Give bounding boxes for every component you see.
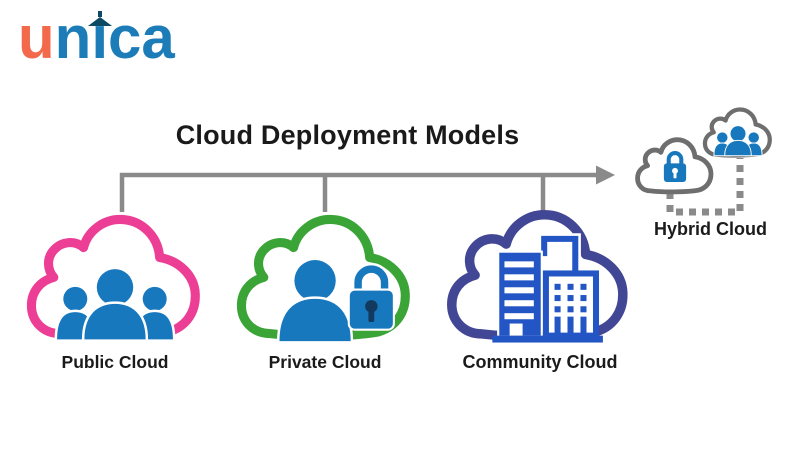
buildings-icon xyxy=(492,233,603,343)
public-cloud-node xyxy=(24,211,206,352)
cloud-outline xyxy=(702,107,772,158)
community-cloud-icon xyxy=(447,209,628,343)
community-cloud-label: Community Cloud xyxy=(462,352,618,372)
person-icon xyxy=(277,257,354,344)
cloud-outline xyxy=(447,209,628,342)
lock-icon xyxy=(663,151,687,182)
hybrid-lock-cloud-icon xyxy=(635,137,714,195)
lock-icon xyxy=(347,262,395,331)
diagram-title: Cloud Deployment Models xyxy=(175,120,520,150)
logo-letter-u: u xyxy=(18,4,55,71)
hybrid-cloud-small-node xyxy=(702,106,774,162)
arrow-head-icon xyxy=(596,165,615,185)
logo-letter-i: ı xyxy=(88,8,113,68)
dotted-line xyxy=(666,158,744,216)
logo-letter-n: n xyxy=(54,4,92,71)
building-stripes xyxy=(504,261,534,336)
private-cloud-label: Private Cloud xyxy=(268,352,382,372)
public-cloud-icon xyxy=(26,214,200,342)
cloud-outline xyxy=(635,137,714,195)
community-cloud-node xyxy=(444,206,634,353)
cloud-outline xyxy=(26,214,200,341)
private-cloud-icon xyxy=(236,214,410,344)
building-windows xyxy=(492,283,603,343)
hybrid-dotted-connector xyxy=(666,158,744,216)
group-people-icon xyxy=(713,125,763,157)
logo-letters-ca: ca xyxy=(107,4,175,71)
graduation-cap-icon xyxy=(88,11,113,26)
hybrid-cloud-node xyxy=(634,136,716,199)
group-people-icon xyxy=(54,266,176,342)
private-cloud-node xyxy=(234,211,416,352)
hybrid-cloud-label: Hybrid Cloud xyxy=(654,219,767,239)
public-cloud-label: Public Cloud xyxy=(61,352,169,372)
hybrid-people-cloud-icon xyxy=(702,107,772,158)
